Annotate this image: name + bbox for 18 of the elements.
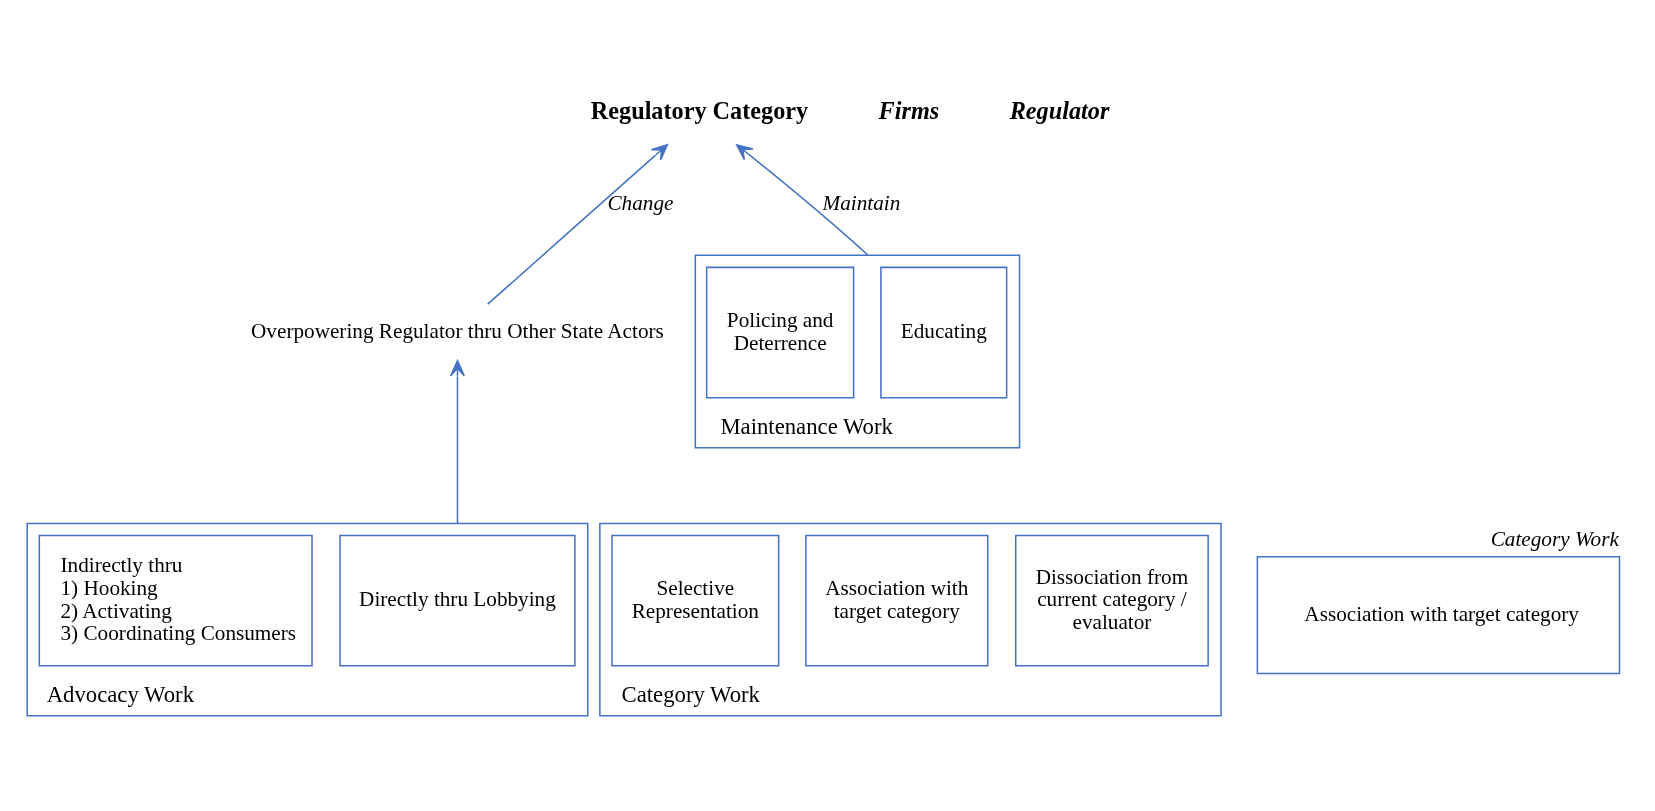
node-box: Association with target category [1256, 555, 1621, 674]
node-box: Selective Representation [611, 534, 780, 667]
node-text: Overpowering Regulator thru Other State Actors [251, 318, 664, 343]
label: Firms [878, 96, 940, 124]
node-box: Educating [880, 266, 1008, 398]
node-box: Policing and Deterrence [705, 266, 855, 398]
node-label: Category Work [1490, 526, 1619, 551]
node-box: Dissociation from current category / evaluator [1015, 534, 1209, 667]
edge-label: Change [607, 190, 674, 215]
arrow [486, 143, 669, 305]
node-box: Indirectly thru 1) Hooking 2) Activating 3) Coordinating Consumers [38, 534, 313, 667]
node-box: Directly thru Lobbying [339, 534, 576, 667]
arrow [736, 143, 869, 256]
label: Regulator [1009, 96, 1110, 124]
node-text: Regulatory Category [590, 96, 809, 124]
node-box: Association with target category [805, 534, 989, 667]
edge-label: Maintain [822, 190, 901, 215]
arrow [449, 359, 466, 524]
